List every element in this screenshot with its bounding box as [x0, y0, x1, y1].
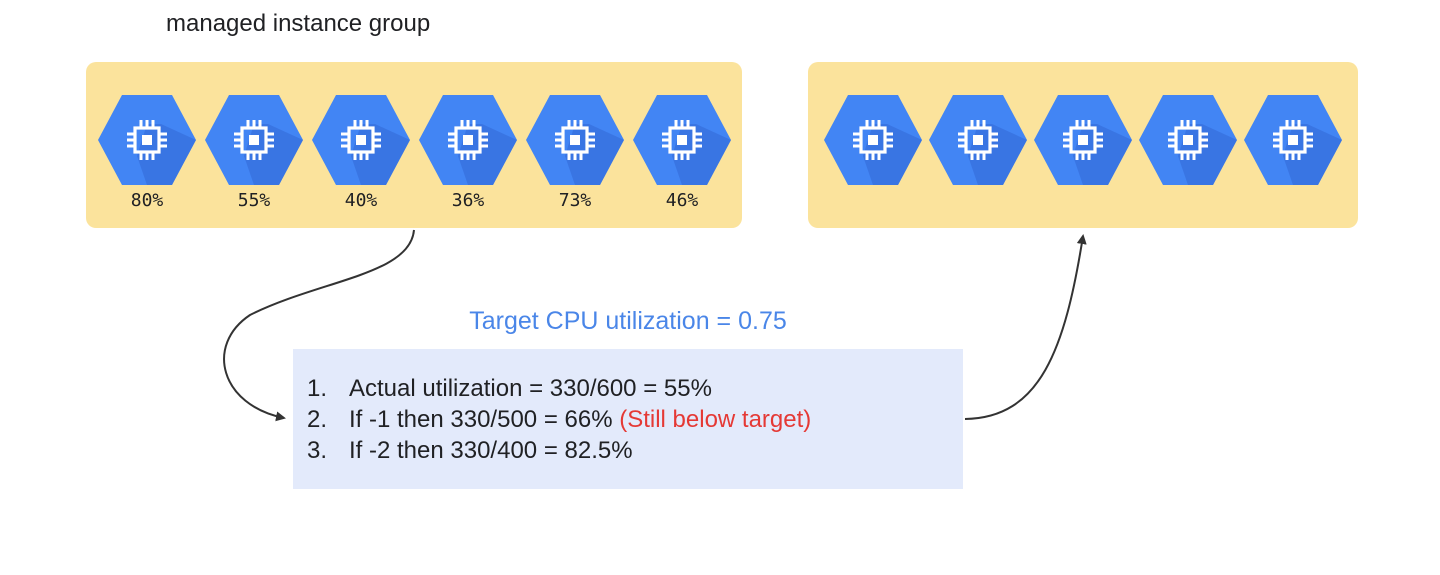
compute-engine-chip-icon	[98, 95, 196, 185]
vm-instance	[823, 94, 923, 186]
compute-engine-chip-icon	[824, 95, 922, 185]
step-text: If -2 then 330/400 = 82.5%	[349, 437, 633, 464]
compute-engine-chip-icon	[1244, 95, 1342, 185]
step-number: 3.	[307, 437, 328, 464]
cpu-utilization-label: 46%	[665, 190, 699, 211]
compute-engine-chip-icon	[929, 95, 1027, 185]
compute-engine-chip-icon	[1139, 95, 1237, 185]
calculation-box: 1. Actual utilization = 330/600 = 55% 2. If…	[293, 349, 963, 489]
calculation-step: 2. If -1 then 330/500 = 66% (Still below …	[307, 404, 811, 435]
cpu-utilization-label: 40%	[344, 190, 378, 211]
vm-instance	[632, 94, 732, 186]
calculation-step: 3. If -2 then 330/400 = 82.5%	[307, 435, 811, 466]
compute-engine-chip-icon	[312, 95, 410, 185]
vm-instance	[418, 94, 518, 186]
target-cpu-utilization: Target CPU utilization = 0.75	[469, 307, 787, 335]
cpu-utilization-label: 80%	[130, 190, 164, 211]
vm-instance	[204, 94, 304, 186]
cpu-utilization-label: 73%	[558, 190, 592, 211]
vm-instance	[525, 94, 625, 186]
vm-instance	[1243, 94, 1343, 186]
step-text: Actual utilization = 330/600 = 55%	[349, 375, 712, 402]
cpu-utilization-label: 55%	[237, 190, 271, 211]
step-number: 1.	[307, 375, 328, 402]
compute-engine-chip-icon	[1034, 95, 1132, 185]
cpu-utilization-label: 36%	[451, 190, 485, 211]
managed-instance-group-resized	[808, 62, 1358, 228]
arrow-group-to-calculation	[223, 229, 415, 422]
vm-instance	[1138, 94, 1238, 186]
vm-instance	[1033, 94, 1133, 186]
step-text: If -1 then 330/500 = 66%	[349, 406, 620, 433]
arrow-calculation-to-resized-group	[964, 234, 1087, 420]
vm-instance	[97, 94, 197, 186]
step-number: 2.	[307, 406, 328, 433]
compute-engine-chip-icon	[205, 95, 303, 185]
step-note: (Still below target)	[619, 406, 812, 433]
vm-instance	[928, 94, 1028, 186]
compute-engine-chip-icon	[526, 95, 624, 185]
managed-instance-group-current: 80% 55% 40% 36% 73% 46%	[86, 62, 742, 228]
calculation-list: 1. Actual utilization = 330/600 = 55% 2. If…	[307, 373, 811, 466]
calculation-step: 1. Actual utilization = 330/600 = 55%	[307, 373, 811, 404]
compute-engine-chip-icon	[419, 95, 517, 185]
group-title: managed instance group	[166, 10, 431, 37]
compute-engine-chip-icon	[633, 95, 731, 185]
vm-instance	[311, 94, 411, 186]
